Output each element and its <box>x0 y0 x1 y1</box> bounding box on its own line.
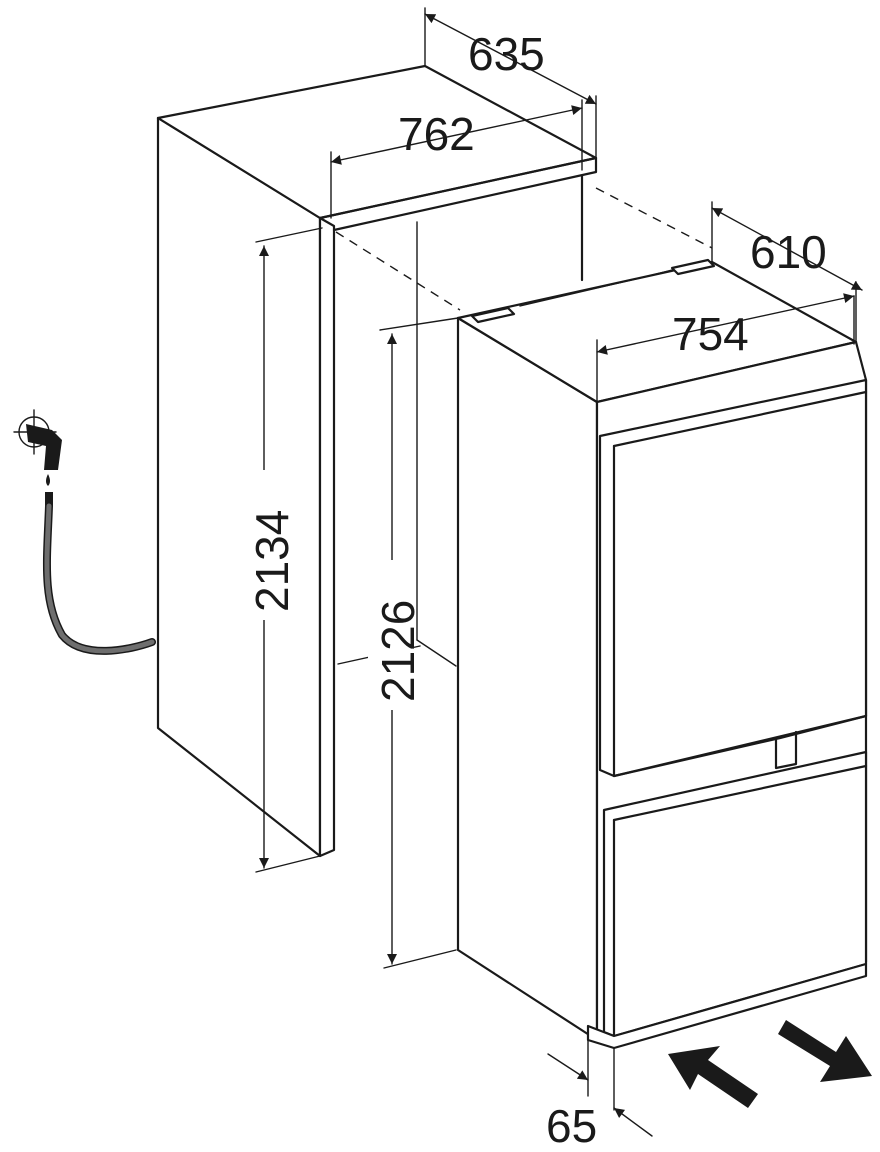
dimension-appliance-height: 2126 <box>337 317 459 969</box>
lower-door-edge <box>612 764 868 822</box>
door-gap <box>612 714 868 778</box>
dimension-niche-depth: 635 <box>424 7 597 161</box>
fridge-appliance <box>456 258 868 1050</box>
plinth-offset-label: 65 <box>546 1100 597 1152</box>
niche-height-label: 2134 <box>246 510 298 612</box>
appliance-height-label: 2126 <box>372 600 424 702</box>
appliance-side <box>456 316 599 1042</box>
niche-width-label: 762 <box>398 108 475 160</box>
projection-line <box>335 231 461 311</box>
hinge <box>470 306 516 324</box>
upper-door <box>598 378 868 778</box>
projection-line <box>595 187 713 249</box>
dimension-appliance-depth: 610 <box>711 201 863 343</box>
airflow-out-arrow-icon <box>778 1020 872 1082</box>
niche-left-panel <box>156 116 322 858</box>
water-hose <box>44 503 155 654</box>
appliance-depth-label: 610 <box>750 226 827 278</box>
water-hose-outline <box>42 502 156 655</box>
appliance-width-label: 754 <box>672 308 749 360</box>
upper-door-edge <box>612 390 868 448</box>
top-trim <box>519 269 673 307</box>
niche-depth-label: 635 <box>468 28 545 80</box>
dimension-appliance-width: 754 <box>596 293 855 405</box>
water-tap-icon <box>13 409 62 506</box>
niche-top-edge <box>318 156 598 232</box>
dimension-niche-height: 2134 <box>244 227 323 873</box>
handle-recess <box>774 730 798 770</box>
niche-cabinet <box>156 64 713 858</box>
niche-panel-edge <box>318 216 336 858</box>
airflow-in-arrow-icon <box>668 1046 758 1108</box>
dimension-niche-width: 762 <box>330 99 583 219</box>
dimension-plinth-offset: 65 <box>546 1039 653 1152</box>
niche-inner-floor-line <box>416 639 457 667</box>
